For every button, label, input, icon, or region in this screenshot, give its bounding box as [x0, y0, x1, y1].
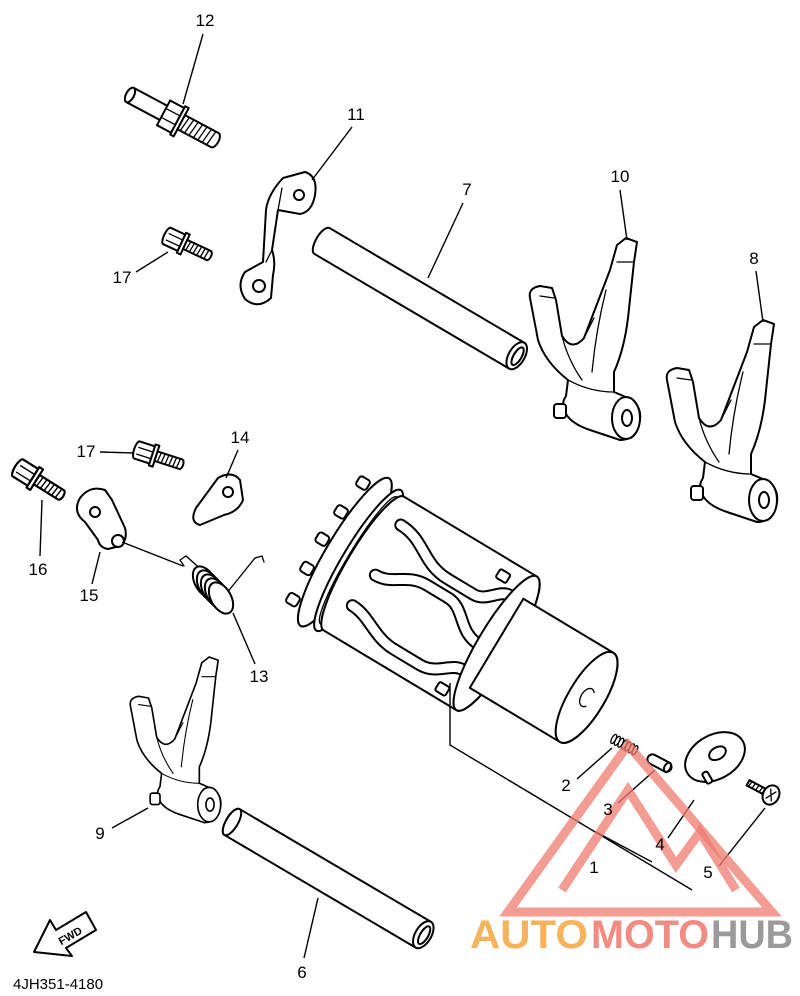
watermark-auto: AUTO — [470, 913, 588, 957]
callout-14: 14 — [231, 428, 250, 447]
callout-1: 1 — [589, 858, 598, 877]
part-12-stud-bolt — [123, 86, 221, 149]
part-10-shift-fork — [528, 237, 642, 441]
leader-line-15 — [91, 551, 101, 585]
part-17-bolt-upper — [158, 223, 217, 268]
leader-line-10 — [619, 189, 628, 241]
callout-11: 11 — [347, 105, 365, 124]
part-code: 4JH351-4180 — [13, 976, 103, 993]
leader-line-6 — [303, 897, 319, 959]
part-17-bolt-middle — [129, 437, 188, 477]
callout-8: 8 — [749, 249, 758, 268]
leader-line-11 — [311, 126, 353, 181]
watermark-logo-icon — [499, 737, 782, 917]
watermark-hub: HUB — [711, 913, 793, 957]
leader-line-17-middle — [99, 451, 135, 454]
assembly-bracket-line-inner — [595, 831, 653, 863]
callout-10: 10 — [611, 167, 630, 186]
part-15-lever — [75, 487, 127, 550]
leader-line-9 — [111, 807, 149, 829]
callout-16: 16 — [29, 560, 48, 579]
leader-line-13 — [232, 612, 256, 665]
watermark-text: AUTO MOTO HUB — [470, 913, 793, 957]
callout-6: 6 — [297, 963, 306, 982]
part-4-plate — [684, 731, 746, 785]
part-1-shift-drum — [285, 475, 619, 744]
leader-line-12 — [182, 33, 204, 105]
leader-line-2 — [576, 747, 613, 780]
callout-7: 7 — [462, 180, 471, 199]
callouts: 12 11 17 7 10 8 14 17 16 15 13 9 6 2 3 4… — [29, 11, 759, 982]
assembly-bracket-line — [449, 683, 693, 891]
part-9-shift-fork — [129, 656, 222, 824]
callout-17-middle: 17 — [77, 442, 96, 461]
callout-12: 12 — [196, 11, 215, 30]
part-11-bracket — [239, 171, 317, 306]
leader-line-17-upper — [135, 251, 169, 273]
lever-spring-link-line — [121, 541, 184, 567]
fwd-arrow-icon: FWD — [33, 911, 97, 957]
part-5-screw — [745, 779, 781, 806]
callout-4: 4 — [655, 835, 664, 854]
part-3-pin — [646, 753, 673, 773]
part-6-guide-bar — [221, 807, 435, 950]
part-16-bolt — [7, 454, 71, 508]
callout-17-upper: 17 — [113, 268, 132, 287]
part-8-shift-fork — [665, 319, 779, 523]
leader-line-14 — [225, 449, 239, 479]
callout-13: 13 — [250, 667, 269, 686]
leader-line-7 — [427, 202, 464, 279]
part-14-plate — [192, 473, 244, 526]
callout-5: 5 — [703, 863, 712, 882]
part-7-guide-bar — [311, 226, 528, 371]
callout-9: 9 — [95, 824, 104, 843]
part-13-spring — [179, 555, 265, 615]
watermark-moto: MOTO — [591, 913, 709, 957]
leader-line-4 — [667, 799, 695, 839]
callout-2: 2 — [561, 776, 570, 795]
leader-line-16 — [39, 499, 43, 557]
leader-line-8 — [755, 270, 764, 323]
callout-3: 3 — [603, 800, 612, 819]
callout-15: 15 — [80, 586, 99, 605]
